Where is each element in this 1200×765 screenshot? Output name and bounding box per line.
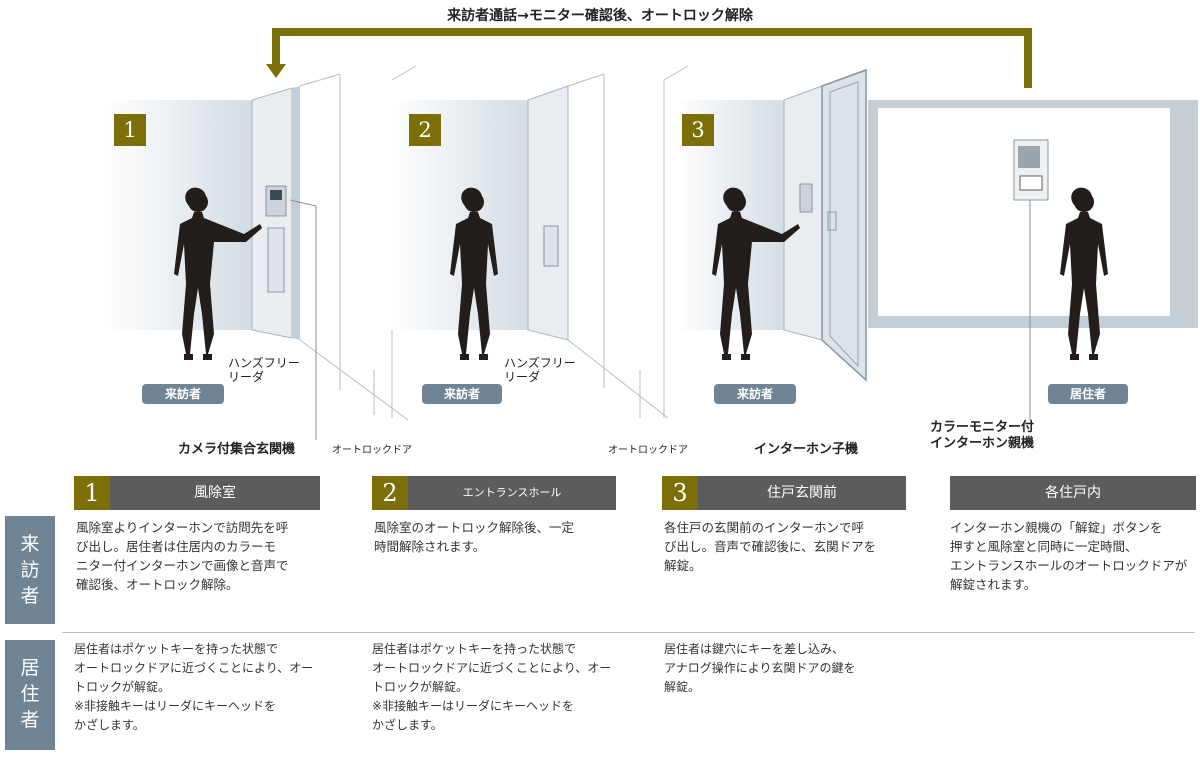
scene-4-unit-interior xyxy=(868,100,1198,420)
step-header-4: 各住戸内 xyxy=(950,476,1196,510)
resident-description-2: 居住者はポケットキーを持った状態で オートロックドアに近づくことにより、オー ト… xyxy=(372,642,612,732)
row-divider xyxy=(62,632,1195,633)
scene-number-1: 1 xyxy=(114,114,146,146)
step-header-number-1: 1 xyxy=(74,476,110,510)
step-header-label-2: エントランスホール xyxy=(462,486,562,499)
camera-entrance-panel-label: カメラ付集合玄関機 xyxy=(178,442,296,457)
visitor-badge-1: 来訪者 xyxy=(142,384,224,404)
autolock-door-label-2: オートロックドア xyxy=(608,445,688,456)
visitor-badge-2: 来訪者 xyxy=(422,384,502,404)
step-header-3: 3 住戸玄関前 xyxy=(662,476,906,510)
hands-free-reader-label-2: ハンズフリー リーダ xyxy=(504,356,576,384)
interphone-child-label: インターホン子機 xyxy=(754,442,859,457)
visitor-description-3: 各住戸の玄関前のインターホンで呼 び出し。音声で確認後に、玄関ドアを 解錠。 xyxy=(664,520,877,573)
step-header-2: 2 エントランスホール xyxy=(372,476,616,510)
monitor-parent-label: カラーモニター付 インターホン親機 xyxy=(930,420,1035,451)
step-header-label-1: 風除室 xyxy=(194,485,236,501)
row-label-resident: 居 住 者 xyxy=(5,640,55,750)
visitor-description-2: 風除室のオートロック解除後、一定 時間解除されます。 xyxy=(374,520,575,554)
step-header-label-4: 各住戸内 xyxy=(1045,485,1101,501)
visitor-description-1: 風除室よりインターホンで訪問先を呼 び出し。居住者は住居内のカラーモ ニター付イ… xyxy=(76,520,289,592)
visitor-badge-3: 来訪者 xyxy=(714,384,796,404)
flow-title: 来訪者通話→モニター確認後、オートロック解除 xyxy=(447,8,753,24)
resident-description-3: 居住者は鍵穴にキーを差し込み、 アナログ操作により玄関ドアの鍵を 解錠。 xyxy=(664,642,856,694)
row-label-visitor: 来 訪 者 xyxy=(5,516,55,624)
resident-description-1: 居住者はポケットキーを持った状態で オートロックドアに近づくことにより、オー ト… xyxy=(74,642,314,732)
scene-number-2: 2 xyxy=(409,114,441,146)
flow-arrow-head xyxy=(266,64,286,78)
scene-1-vestibule xyxy=(104,65,417,440)
flow-arrow xyxy=(272,28,1032,88)
step-header-1: 1 風除室 xyxy=(74,476,320,510)
step-header-label-3: 住戸玄関前 xyxy=(767,485,837,501)
step-header-number-3: 3 xyxy=(662,476,698,510)
visitor-description-4: インターホン親機の「解錠」ボタンを 押すと風除室と同時に一定時間、 エントランス… xyxy=(950,520,1188,592)
hands-free-reader-label-1: ハンズフリー リーダ xyxy=(228,356,300,384)
autolock-door-label-1: オートロックドア xyxy=(332,445,412,456)
scene-number-3: 3 xyxy=(682,114,714,146)
resident-badge: 居住者 xyxy=(1048,384,1128,404)
step-header-number-2: 2 xyxy=(372,476,408,510)
